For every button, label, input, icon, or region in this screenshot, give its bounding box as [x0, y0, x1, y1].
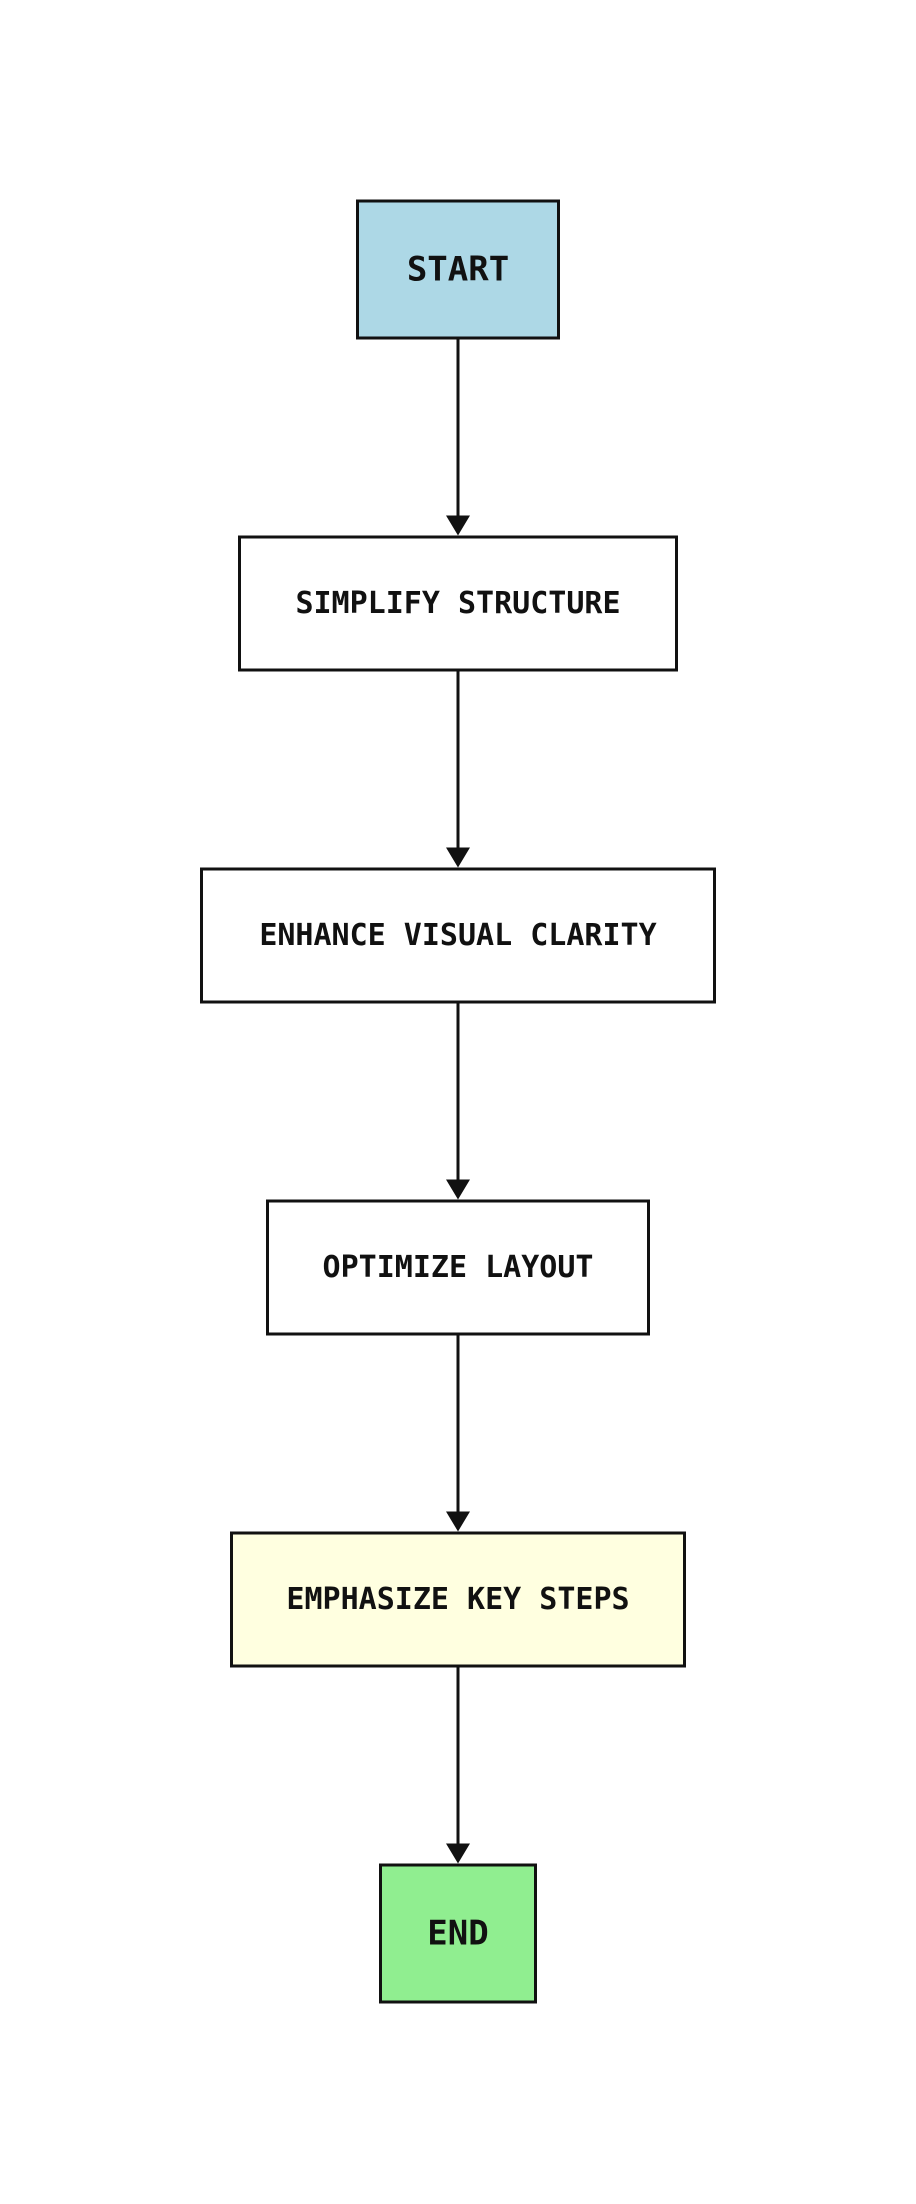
edges-layer — [446, 339, 470, 1864]
node-emphasize: EMPHASIZE KEY STEPS — [230, 1531, 686, 1668]
edge-simplify-to-enhance — [446, 671, 470, 868]
node-label-optimize: OPTIMIZE LAYOUT — [323, 1250, 594, 1285]
edge-emphasize-to-end — [446, 1667, 470, 1864]
node-label-simplify: SIMPLIFY STRUCTURE — [295, 586, 620, 621]
node-box-emphasize — [230, 1531, 686, 1668]
node-end: END — [379, 1863, 537, 2004]
node-optimize: OPTIMIZE LAYOUT — [266, 1199, 650, 1336]
arrowhead-icon — [446, 1511, 470, 1532]
node-box-simplify — [238, 535, 678, 672]
edge-optimize-to-emphasize — [446, 1335, 470, 1532]
edge-start-to-simplify — [446, 339, 470, 536]
arrowhead-icon — [446, 515, 470, 536]
node-enhance: ENHANCE VISUAL CLARITY — [200, 867, 716, 1004]
node-box-end — [379, 1863, 537, 2004]
node-label-start: START — [407, 250, 509, 290]
arrowhead-icon — [446, 1843, 470, 1864]
edge-enhance-to-optimize — [446, 1003, 470, 1200]
node-box-optimize — [266, 1199, 650, 1336]
arrowhead-icon — [446, 1179, 470, 1200]
nodes-layer: START SIMPLIFY STRUCTURE ENHANCE VISUAL CL… — [200, 199, 716, 2004]
node-box-enhance — [200, 867, 716, 1004]
node-label-enhance: ENHANCE VISUAL CLARITY — [259, 918, 656, 953]
node-label-emphasize: EMPHASIZE KEY STEPS — [286, 1582, 629, 1617]
arrowhead-icon — [446, 847, 470, 868]
node-box-start — [356, 199, 560, 340]
node-label-end: END — [427, 1914, 488, 1954]
node-simplify: SIMPLIFY STRUCTURE — [238, 535, 678, 672]
node-start: START — [356, 199, 560, 340]
